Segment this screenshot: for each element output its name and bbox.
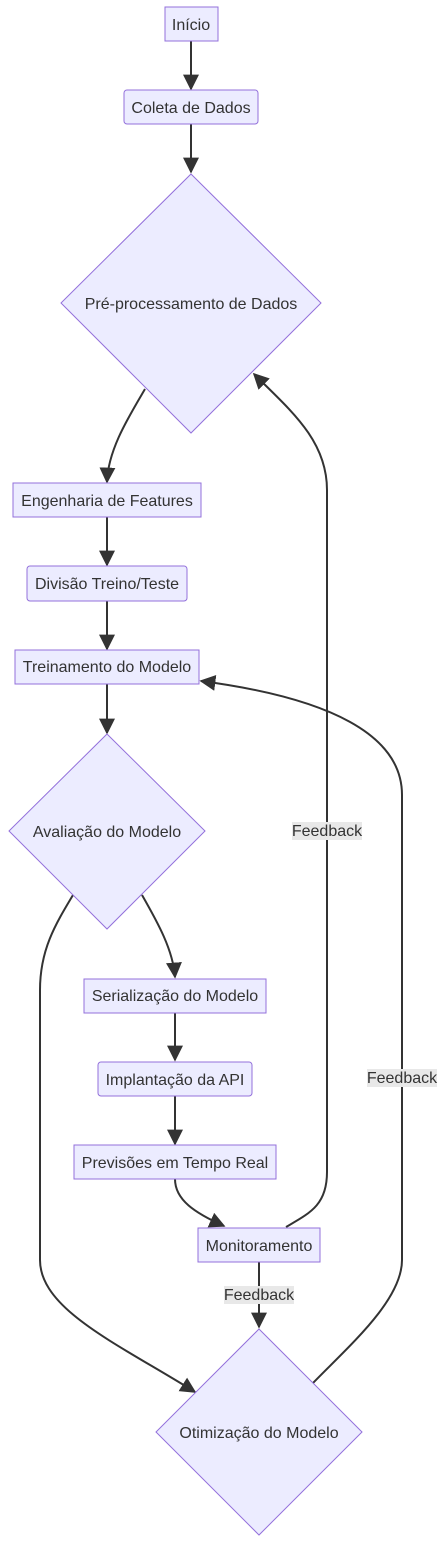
- node-previsoes-em-tempo-real: Previsões em Tempo Real: [73, 1144, 277, 1180]
- node-label: Serialização do Modelo: [92, 988, 258, 1005]
- node-engenharia-de-features: Engenharia de Features: [12, 482, 202, 518]
- node-label: Coleta de Dados: [131, 100, 250, 117]
- node-label: Avaliação do Modelo: [33, 824, 181, 841]
- node-label: Implantação da API: [106, 1072, 245, 1089]
- node-monitoramento: Monitoramento: [197, 1227, 321, 1263]
- edge-previsoes-monitoramento: [174, 1178, 226, 1228]
- node-avaliacao-do-modelo: Avaliação do Modelo: [8, 733, 206, 930]
- edge-label-monitoramento-otimizacao: Feedback: [224, 1286, 295, 1304]
- node-implantacao-da-api: Implantação da API: [97, 1061, 253, 1097]
- edge-monitoramento-preprocessamento: [252, 372, 328, 1228]
- node-otimizacao-do-modelo: Otimização do Modelo: [155, 1328, 363, 1536]
- node-label: Pré-processamento de Dados: [85, 296, 298, 313]
- edge-label-text: Feedback: [292, 823, 363, 840]
- node-label: Treinamento do Modelo: [23, 659, 191, 676]
- node-label: Engenharia de Features: [21, 493, 193, 510]
- node-label: Otimização do Modelo: [179, 1425, 338, 1442]
- edge-label-monitoramento-preprocessamento: Feedback: [292, 822, 363, 840]
- node-label: Previsões em Tempo Real: [82, 1155, 268, 1172]
- edge-preprocessamento-engenharia: [99, 388, 146, 484]
- edge-label-text: Feedback: [224, 1287, 295, 1304]
- edge-avaliacao-otimizacao: [39, 894, 197, 1393]
- node-label: Divisão Treino/Teste: [35, 576, 179, 593]
- node-inicio: Início: [164, 6, 219, 42]
- edge-otimizacao-treinamento: [199, 674, 403, 1384]
- node-coleta-de-dados: Coleta de Dados: [123, 89, 259, 125]
- edge-label-otimizacao-treinamento: Feedback: [367, 1069, 438, 1087]
- node-label: Início: [172, 17, 210, 34]
- node-label: Monitoramento: [206, 1238, 313, 1255]
- node-treinamento-do-modelo: Treinamento do Modelo: [14, 649, 200, 685]
- node-pre-processamento: Pré-processamento de Dados: [60, 173, 322, 434]
- node-serializacao-do-modelo: Serialização do Modelo: [83, 978, 267, 1014]
- node-divisao-treino-teste: Divisão Treino/Teste: [26, 565, 188, 602]
- edge-label-text: Feedback: [367, 1070, 438, 1087]
- edge-avaliacao-serializacao: [141, 894, 182, 979]
